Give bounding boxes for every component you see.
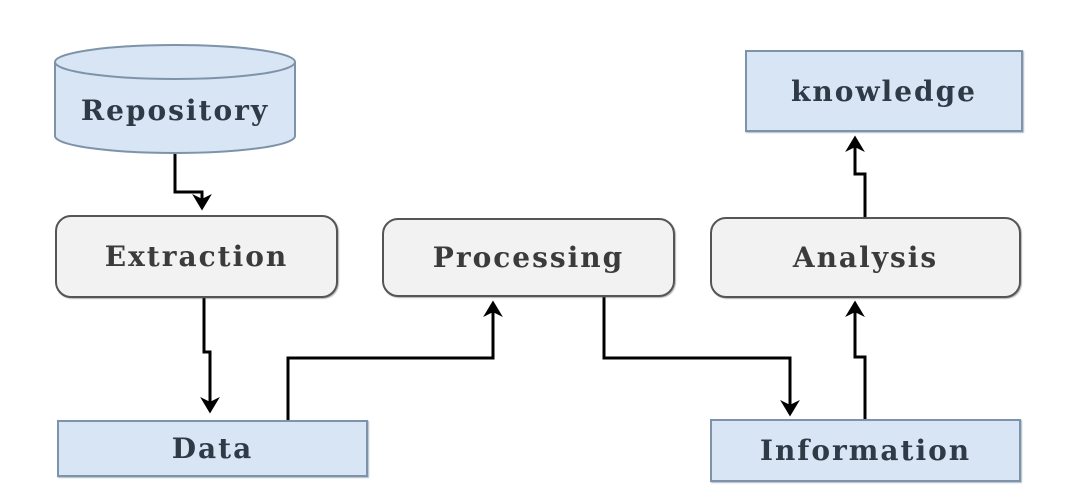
connector-analysis-knowledge	[845, 135, 867, 217]
connector-extraction-data	[200, 297, 220, 414]
connector-data-processing	[286, 300, 503, 420]
node-information-label: Information	[759, 434, 972, 467]
node-data: Data	[57, 420, 368, 477]
node-knowledge-label: knowledge	[791, 74, 977, 108]
node-data-label: Data	[171, 432, 254, 465]
node-repository-label: Repository	[80, 93, 270, 127]
node-extraction-label: Extraction	[104, 240, 289, 273]
node-knowledge: knowledge	[745, 50, 1023, 132]
node-extraction: Extraction	[55, 215, 338, 298]
node-processing-label: Processing	[432, 241, 625, 274]
cylinder-shape	[54, 44, 296, 154]
node-analysis: Analysis	[710, 217, 1021, 298]
node-processing: Processing	[382, 218, 675, 297]
node-repository: Repository	[53, 43, 297, 155]
node-analysis-label: Analysis	[792, 241, 939, 274]
connector-repository-extraction	[173, 153, 212, 211]
connector-information-analysis	[845, 300, 867, 419]
connector-processing-information	[602, 297, 800, 417]
node-information: Information	[710, 419, 1021, 482]
